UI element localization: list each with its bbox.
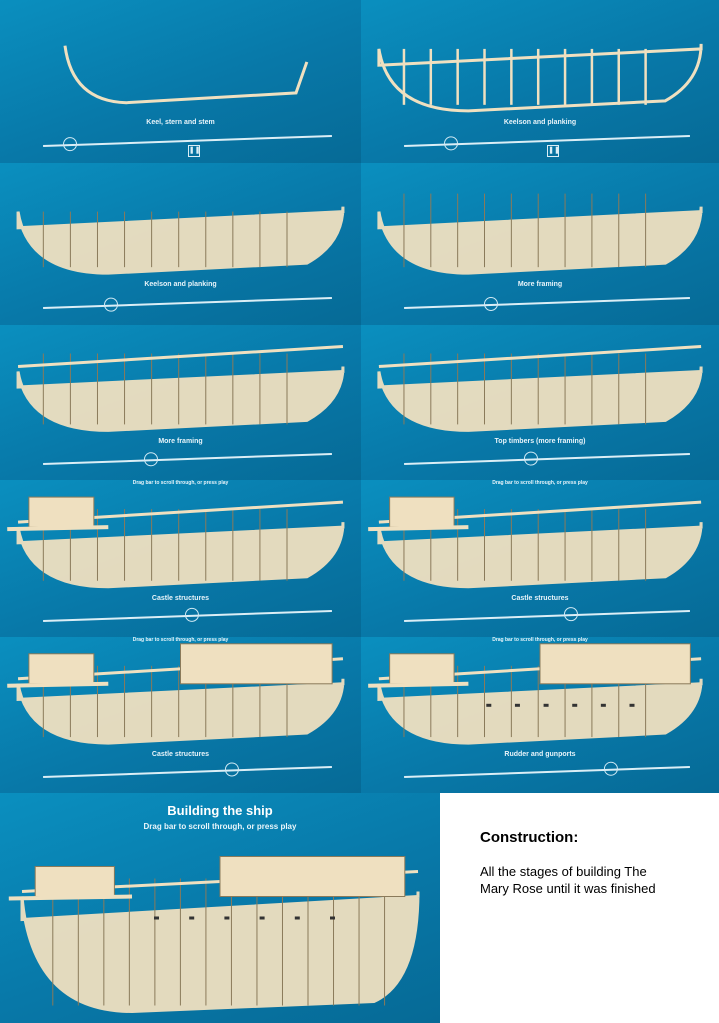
stage-panel: More framing — [0, 325, 361, 480]
final-subtitle: Drag bar to scroll through, or press pla… — [143, 822, 297, 831]
stage-caption: Keelson and planking — [144, 281, 217, 289]
stage-caption: Top timbers (more framing) — [494, 438, 586, 446]
stage-caption: Rudder and gunports — [504, 750, 576, 758]
ship-illustration — [16, 206, 345, 275]
drag-hint: Drag bar to scroll through, or press pla… — [132, 637, 229, 643]
stage-panel: Keelson and planking — [0, 163, 361, 325]
pause-icon[interactable]: ❚❚ — [547, 145, 560, 157]
stage-caption: Keelson and planking — [503, 118, 577, 126]
stage-caption: Keel, stern and stem — [146, 118, 215, 126]
ship-illustration — [16, 345, 345, 432]
stage-panel: Keel, stern and stem ❚❚ — [0, 0, 361, 163]
description-panel: Construction: All the stages of building… — [440, 793, 719, 1023]
ship-illustration — [377, 345, 703, 432]
stage-panel: Drag bar to scroll through, or press pla… — [361, 480, 719, 637]
stage-panel: More framing — [361, 163, 719, 325]
description-body: All the stages of building The Mary Rose… — [480, 864, 656, 896]
ship-illustration — [7, 496, 345, 589]
drag-hint: Drag bar to scroll through, or press pla… — [492, 480, 588, 486]
final-title: Building the ship — [167, 803, 273, 818]
drag-hint: Drag bar to scroll through, or press pla… — [132, 480, 229, 486]
stage-caption: Castle structures — [511, 594, 569, 602]
ship-illustration — [368, 496, 703, 589]
stage-panel: Keelson and planking ❚❚ — [361, 0, 719, 163]
ship-illustration — [377, 193, 703, 275]
stage-caption: Castle structures — [151, 594, 210, 602]
stage-panel: Top timbers (more framing) — [361, 325, 719, 480]
stage-panel: Drag bar to scroll through, or press pla… — [0, 637, 361, 793]
stage-caption: More framing — [517, 281, 563, 289]
stage-caption: More framing — [158, 438, 203, 446]
ship-illustration — [63, 45, 309, 105]
stage-panel: Drag bar to scroll through, or press pla… — [0, 480, 361, 637]
ship-illustration — [368, 643, 703, 745]
description-heading: Construction: — [480, 829, 579, 846]
stage-panel: Drag bar to scroll through, or press pla… — [361, 637, 719, 793]
ship-illustration — [377, 43, 703, 113]
ship-illustration — [8, 856, 420, 1014]
ship-illustration — [7, 643, 345, 745]
stage-caption: Castle structures — [151, 750, 210, 758]
drag-hint: Drag bar to scroll through, or press pla… — [492, 637, 588, 643]
pause-icon[interactable]: ❚❚ — [187, 145, 200, 157]
